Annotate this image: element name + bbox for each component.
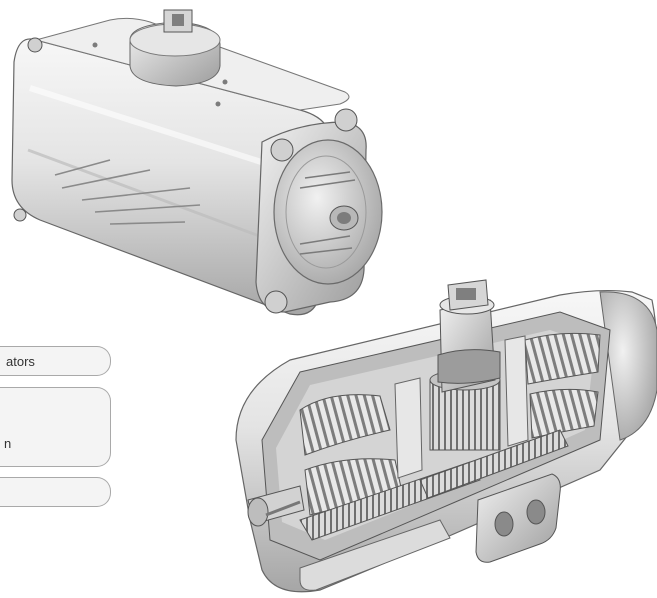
label-tab-actuators: ators (0, 346, 111, 376)
label-tab-bottom (0, 477, 111, 507)
engraved-marking (54, 159, 201, 225)
closed-actuator (11, 9, 383, 316)
namur-mount (475, 473, 561, 563)
label-tab-middle: n (0, 387, 111, 467)
label-tab-middle-text: n (4, 436, 12, 451)
left-springs (299, 394, 403, 516)
cutaway-actuator (235, 279, 657, 593)
right-springs (524, 332, 601, 439)
pinion-gear (429, 279, 501, 451)
label-tab-actuators-text: ators (6, 354, 35, 369)
housing-bolts (13, 37, 358, 314)
